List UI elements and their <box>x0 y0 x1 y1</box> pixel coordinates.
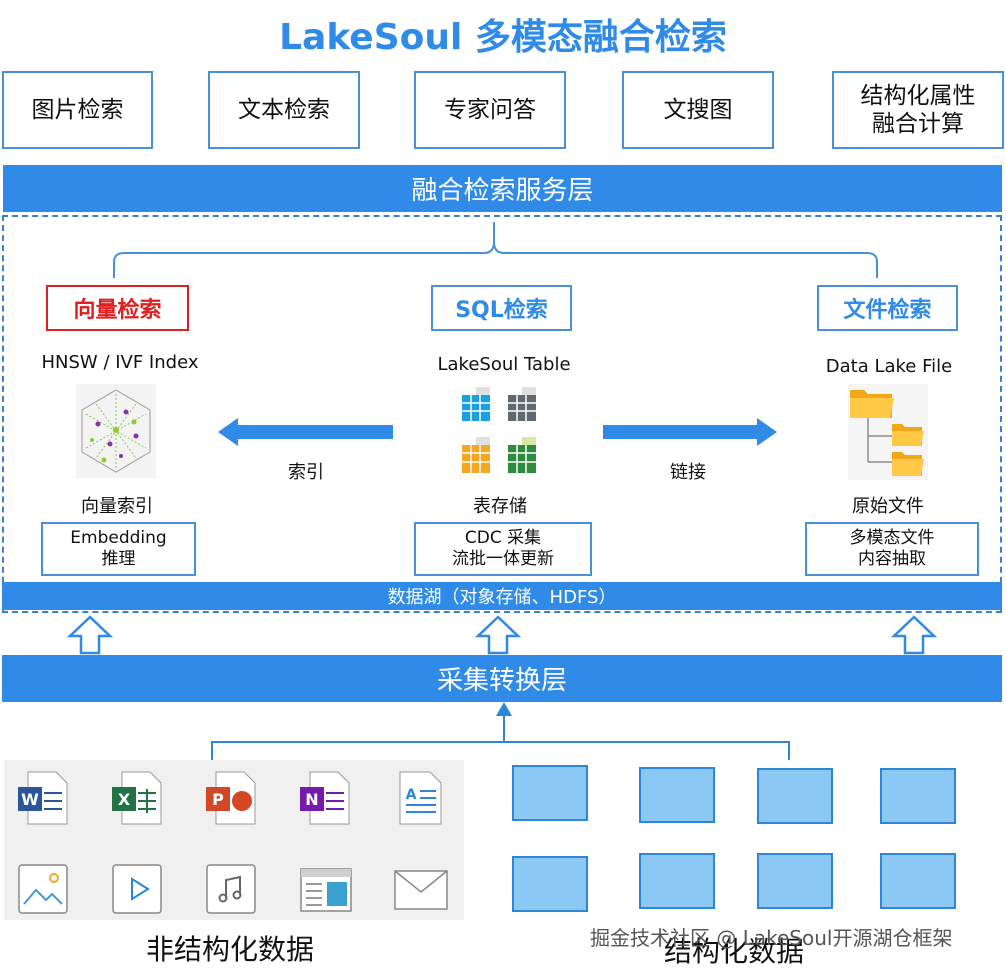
onenote-icon: N <box>300 771 350 825</box>
excel-icon: X <box>112 771 162 825</box>
svg-text:W: W <box>21 790 39 809</box>
top-box-text-to-image: 文搜图 <box>622 71 774 149</box>
structured-table <box>880 853 956 909</box>
mail-icon <box>394 870 448 910</box>
top-box-expert-qa: 专家问答 <box>414 71 566 149</box>
sql-search-head: SQL检索 <box>431 285 572 331</box>
text-document-icon: A <box>399 771 442 825</box>
structured-data-label: 结构化数据 <box>664 935 805 968</box>
vector-search-head: 向量检索 <box>46 285 189 331</box>
multimodal-line1: 多模态文件 <box>849 528 935 548</box>
vector-index-subtitle: HNSW / IVF Index <box>41 352 199 373</box>
structured-table <box>880 768 956 824</box>
sql-table-subtitle: LakeSoul Table <box>437 354 571 375</box>
vector-index-caption: 向量索引 <box>81 496 153 517</box>
structured-table <box>757 853 833 909</box>
svg-text:A: A <box>406 787 417 803</box>
watermark: 掘金技术社区 @ LakeSoul开源湖仓框架 <box>590 926 953 950</box>
embedding-inference-box: Embedding 推理 <box>41 522 196 576</box>
folder-tree-icon <box>848 384 928 480</box>
file-search-head: 文件检索 <box>817 285 958 331</box>
svg-text:P: P <box>212 790 224 809</box>
top-box-structured-attr: 结构化属性 融合计算 <box>832 71 1004 149</box>
cdc-line2: 流批一体更新 <box>452 549 554 569</box>
structured-table <box>512 765 588 821</box>
powerpoint-icon: P <box>206 771 256 825</box>
index-arrow-label: 索引 <box>288 462 324 483</box>
retrieval-container <box>2 215 1002 613</box>
structured-table <box>639 853 715 909</box>
webpage-icon <box>300 868 352 912</box>
cdc-line1: CDC 采集 <box>464 528 542 548</box>
structured-table <box>757 768 833 824</box>
table-storage-icon <box>462 387 536 473</box>
svg-text:N: N <box>305 790 318 809</box>
audio-icon <box>206 864 256 914</box>
top-box-structured-line1: 结构化属性 <box>860 83 976 109</box>
embedding-line1: Embedding <box>70 528 167 548</box>
top-box-image-search: 图片检索 <box>2 71 153 149</box>
datalake-bar: 数据湖（对象存储、HDFS） <box>2 582 1002 610</box>
top-box-text-search: 文本检索 <box>208 71 360 149</box>
svg-text:X: X <box>118 790 131 809</box>
unstructured-data-label: 非结构化数据 <box>146 933 315 966</box>
multimodal-line2: 内容抽取 <box>858 549 926 569</box>
raw-file-caption: 原始文件 <box>852 496 924 517</box>
word-icon: W <box>18 771 68 825</box>
top-box-structured-line2: 融合计算 <box>872 111 964 137</box>
embedding-line2: 推理 <box>101 549 136 569</box>
table-storage-caption: 表存储 <box>473 496 527 517</box>
structured-table <box>512 856 588 912</box>
link-arrow-label: 链接 <box>670 462 706 483</box>
video-icon <box>112 864 162 914</box>
service-layer-bar: 融合检索服务层 <box>3 165 1002 212</box>
collect-layer-bar: 采集转换层 <box>2 655 1002 702</box>
cdc-collection-box: CDC 采集 流批一体更新 <box>414 522 592 576</box>
vector-graph-icon <box>76 384 156 478</box>
multimodal-extract-box: 多模态文件 内容抽取 <box>805 522 979 576</box>
image-icon <box>18 864 68 914</box>
file-subtitle: Data Lake File <box>825 356 953 377</box>
diagram-title: LakeSoul 多模态融合检索 <box>279 17 727 58</box>
structured-table <box>639 767 715 823</box>
